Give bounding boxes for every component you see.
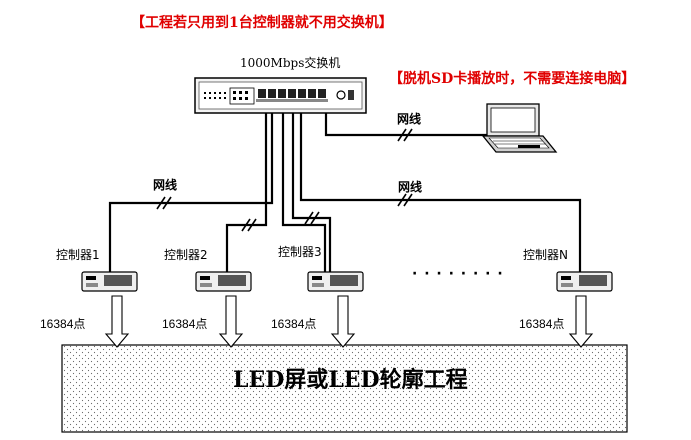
led-screen-area <box>61 344 628 433</box>
cable-label-left: 网线 <box>153 178 178 192</box>
arrow-down-icon <box>104 295 130 348</box>
cable-controller-2 <box>225 113 268 272</box>
controller-n-label: 控制器N <box>523 248 568 262</box>
more-controllers-ellipsis: · · · · · · · · <box>412 266 504 282</box>
controller-2-points: 16384点 <box>162 317 208 331</box>
controller-1-label: 控制器1 <box>56 248 100 262</box>
controller-1-device <box>81 271 138 292</box>
switch-device <box>194 77 367 114</box>
arrow-down-icon <box>568 295 594 348</box>
cable-controller-n <box>299 113 582 272</box>
switch-label: 1000Mbps交换机 <box>240 56 341 70</box>
laptop-computer-icon <box>481 103 558 153</box>
cable-label-laptop: 网线 <box>397 112 422 126</box>
cable-controller-3a <box>281 113 327 272</box>
cable-label-right: 网线 <box>398 180 423 194</box>
cable-laptop <box>324 113 495 137</box>
note-offline-sd: 【脱机SD卡播放时，不需要连接电脑】 <box>389 71 636 87</box>
controller-3-device <box>307 271 364 292</box>
controller-n-points: 16384点 <box>519 317 565 331</box>
controller-1-points: 16384点 <box>40 317 86 331</box>
controller-3-points: 16384点 <box>271 317 317 331</box>
network-cables <box>108 113 582 272</box>
output-arrows <box>104 295 594 348</box>
note-single-controller: 【工程若只用到1台控制器就不用交换机】 <box>131 15 393 31</box>
cable-controller-3b <box>291 113 332 272</box>
switch-power-icon <box>336 90 346 100</box>
controller-3-label: 控制器3 <box>278 245 322 259</box>
controller-n-device <box>556 271 613 292</box>
arrow-down-icon <box>330 295 356 348</box>
controller-2-device <box>195 271 252 292</box>
switch-ports <box>258 89 326 98</box>
led-screen-title: LED屏或LED轮廓工程 <box>233 367 468 393</box>
cable-markers <box>156 128 413 232</box>
controller-2-label: 控制器2 <box>164 248 208 262</box>
cable-controller-1 <box>108 113 274 272</box>
arrow-down-icon <box>218 295 244 348</box>
